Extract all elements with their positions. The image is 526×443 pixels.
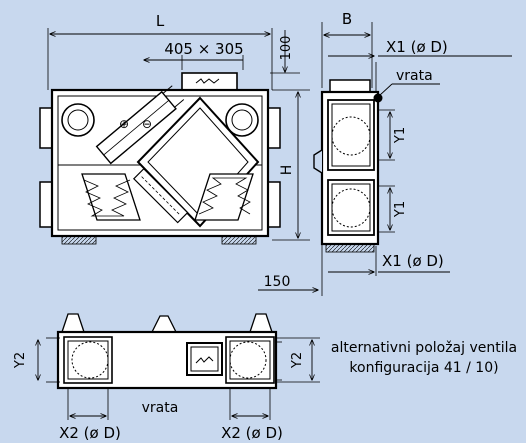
filter-right bbox=[194, 173, 254, 221]
filter-left bbox=[81, 173, 141, 221]
front-view bbox=[39, 28, 310, 245]
foot-left bbox=[61, 235, 97, 245]
duct-stub-right-top bbox=[267, 107, 281, 149]
unit-body-side bbox=[320, 90, 380, 246]
label-l: L bbox=[156, 12, 165, 30]
label-x2-right: X2 (ø D) bbox=[221, 424, 283, 442]
label-y2-left: Y2 bbox=[13, 352, 28, 369]
label-vrata-bottom: vrata bbox=[142, 400, 179, 416]
label-x1-top: X1 (ø D) bbox=[386, 38, 448, 56]
unit-body-top bbox=[56, 330, 278, 390]
minus-terminal: ⊖ bbox=[142, 117, 152, 131]
label-h: H bbox=[279, 165, 295, 176]
note-line-2: konfiguracija 41 / 10) bbox=[349, 360, 498, 376]
top-opening-left bbox=[63, 336, 113, 384]
fan-right bbox=[225, 103, 259, 137]
plus-terminal: ⊕ bbox=[119, 117, 129, 131]
duct-stub-left-bottom bbox=[39, 181, 53, 228]
label-y1-upper: Y1 bbox=[393, 127, 408, 144]
top-flange bbox=[181, 72, 238, 91]
side-view bbox=[313, 22, 512, 276]
label-vrata-side: vrata bbox=[396, 68, 433, 84]
note-line-1: alternativni položaj ventila bbox=[331, 340, 517, 356]
label-x2-left: X2 (ø D) bbox=[59, 424, 121, 442]
side-opening-lower bbox=[327, 179, 375, 236]
label-b: B bbox=[342, 10, 352, 28]
door-marker bbox=[373, 93, 383, 103]
top-opening-right bbox=[225, 336, 275, 384]
top-view bbox=[38, 313, 320, 420]
label-x1-bottom: X1 (ø D) bbox=[382, 252, 444, 270]
duct-stub-left-top bbox=[39, 107, 53, 149]
control-module bbox=[95, 85, 185, 165]
foot-right bbox=[221, 235, 257, 245]
label-y2-right: Y2 bbox=[290, 352, 305, 369]
label-flange: 405 × 305 bbox=[164, 40, 243, 58]
dim-150 bbox=[258, 244, 323, 296]
label-100: 100 bbox=[279, 36, 294, 61]
duct-stub-right-bottom bbox=[267, 181, 281, 228]
valve-box bbox=[186, 342, 223, 376]
fan-left bbox=[61, 103, 95, 137]
label-y1-lower: Y1 bbox=[393, 201, 408, 218]
label-150: 150 bbox=[264, 274, 291, 290]
side-opening-upper bbox=[327, 99, 375, 171]
